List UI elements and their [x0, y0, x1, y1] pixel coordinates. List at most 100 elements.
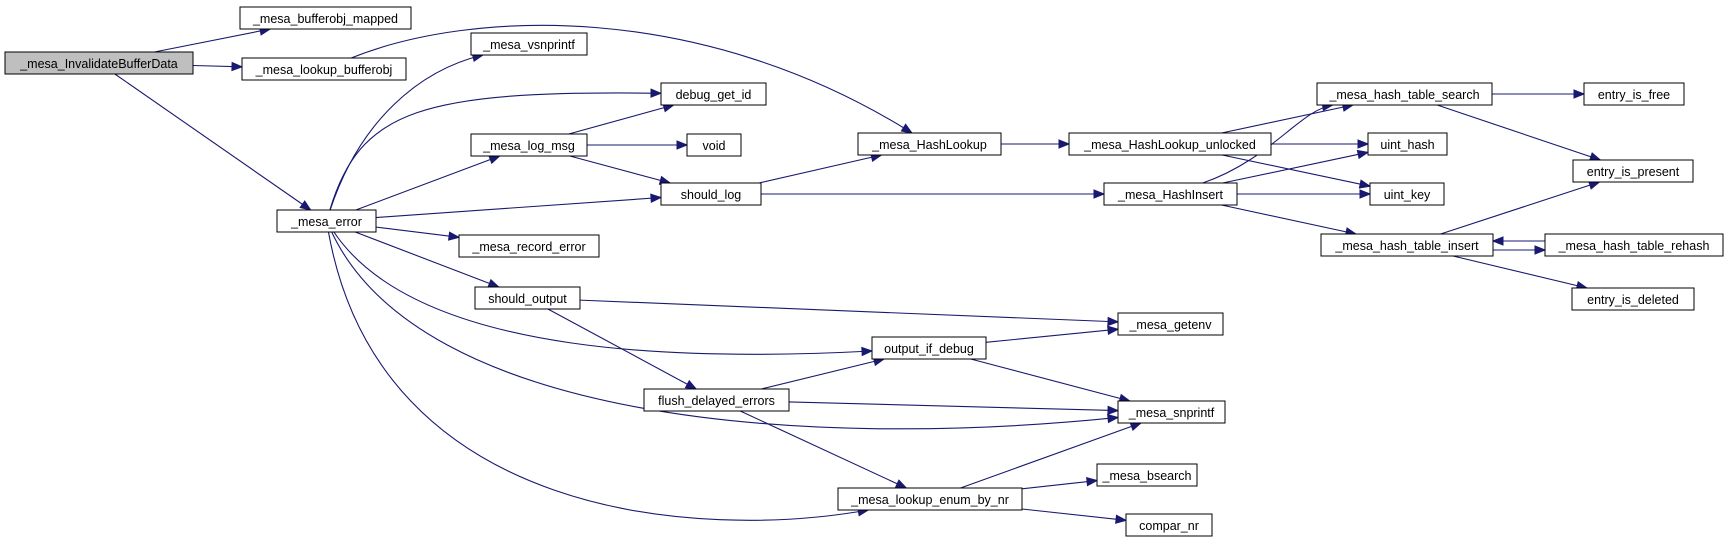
edge-flush_delayed_errors-to-snprintf	[788, 401, 1120, 416]
node-getenv[interactable]: _mesa_getenv	[1117, 312, 1224, 336]
edge-line	[569, 155, 671, 184]
node-box[interactable]	[1583, 82, 1685, 106]
node-box[interactable]	[1103, 182, 1238, 206]
edge-mesa_error-to-debug_get_id	[329, 88, 663, 211]
node-bufferobj-mapped[interactable]: _mesa_bufferobj_mapped	[239, 6, 412, 30]
node-box[interactable]	[1572, 159, 1694, 183]
node-box[interactable]	[1117, 400, 1226, 424]
node-box[interactable]	[458, 234, 600, 258]
node-label: _mesa_hash_table_rehash	[1558, 239, 1710, 253]
edge-hashlookup-to-hashlookup_unlocked	[1001, 139, 1071, 149]
node-compar-nr[interactable]: compar_nr	[1125, 513, 1213, 537]
node-vsnprintf[interactable]: _mesa_vsnprintf	[470, 32, 588, 56]
node-flush-delayed-errors[interactable]: flush_delayed_errors	[643, 388, 790, 412]
arrowhead-icon	[1107, 316, 1120, 327]
node-label: _mesa_HashLookup_unlocked	[1083, 138, 1256, 152]
node-box[interactable]	[686, 133, 742, 157]
node-box[interactable]	[660, 82, 767, 106]
edge-line	[547, 308, 697, 390]
edge-mesa_error-to-record_error	[375, 226, 461, 241]
node-box[interactable]	[837, 487, 1023, 511]
node-box[interactable]	[470, 32, 588, 56]
edge-line	[788, 401, 1119, 412]
node-box[interactable]	[239, 6, 412, 30]
arrowhead-icon	[650, 193, 663, 203]
node-debug-get-id[interactable]: debug_get_id	[660, 82, 767, 106]
node-box[interactable]	[643, 388, 790, 412]
edge-line	[355, 155, 500, 211]
node-box[interactable]	[4, 51, 194, 75]
node-box[interactable]	[1544, 233, 1724, 257]
node-uint-hash[interactable]: uint_hash	[1367, 132, 1448, 156]
arrowhead-icon	[1573, 89, 1586, 99]
arrowhead-icon	[231, 61, 244, 72]
edge-hash_table_insert-to-entry_is_present	[1440, 180, 1601, 235]
edge-line	[1436, 104, 1601, 161]
node-label: entry_is_free	[1598, 88, 1670, 102]
node-bsearch[interactable]: _mesa_bsearch	[1096, 463, 1198, 487]
arrowhead-icon	[684, 379, 698, 390]
node-lookup-enum-by-nr[interactable]: _mesa_lookup_enum_by_nr	[837, 487, 1023, 511]
node-uint-key[interactable]: uint_key	[1369, 182, 1445, 206]
node-hash-table-insert[interactable]: _mesa_hash_table_insert	[1320, 233, 1494, 257]
node-label: uint_key	[1384, 188, 1431, 202]
arrowhead-icon	[1129, 422, 1143, 432]
node-hashlookup[interactable]: _mesa_HashLookup	[857, 132, 1002, 156]
edge-line	[355, 231, 499, 288]
node-box[interactable]	[1096, 463, 1198, 487]
edge-mesa_error-to-should_output	[355, 231, 501, 288]
arrowhead-icon	[894, 479, 908, 489]
node-should-output[interactable]: should_output	[474, 286, 581, 310]
node-box[interactable]	[871, 336, 987, 360]
node-box[interactable]	[1369, 182, 1445, 206]
edge-mesa_error-to-output_if_debug	[333, 231, 874, 357]
node-box[interactable]	[1571, 287, 1695, 311]
edge-hashinsert-to-hash_table_insert	[1221, 204, 1358, 237]
edge-hashlookup_unlocked-to-uint_key	[1222, 154, 1372, 189]
node-hashinsert[interactable]: _mesa_HashInsert	[1103, 182, 1238, 206]
edge-hashinsert-to-uint_hash	[1222, 149, 1370, 184]
node-label: _mesa_lookup_enum_by_nr	[850, 493, 1009, 507]
edge-lookup_bufferobj-to-hashlookup	[351, 24, 914, 134]
node-box[interactable]	[241, 57, 407, 81]
node-should-log[interactable]: should_log	[660, 182, 762, 206]
edge-line	[154, 28, 271, 53]
node-record-error[interactable]: _mesa_record_error	[458, 234, 600, 258]
node-box[interactable]	[1367, 132, 1448, 156]
node-box[interactable]	[1117, 312, 1224, 336]
node-hashlookup-unlocked[interactable]: _mesa_HashLookup_unlocked	[1068, 132, 1272, 156]
node-box[interactable]	[1068, 132, 1272, 156]
node-label: debug_get_id	[676, 88, 752, 102]
edge-mesa_error-to-snprintf	[331, 231, 1120, 430]
node-entry-is-present[interactable]: entry_is_present	[1572, 159, 1694, 183]
arrowhead-icon	[487, 278, 501, 288]
node-lookup-bufferobj[interactable]: _mesa_lookup_bufferobj	[241, 57, 407, 81]
node-box[interactable]	[276, 209, 377, 233]
node-box[interactable]	[1320, 233, 1494, 257]
node-snprintf[interactable]: _mesa_snprintf	[1117, 400, 1226, 424]
node-void[interactable]: void	[686, 133, 742, 157]
node-label: _mesa_InvalidateBufferData	[19, 57, 178, 71]
node-log-msg[interactable]: _mesa_log_msg	[470, 133, 588, 157]
edge-hash_table_search-to-entry_is_present	[1436, 104, 1602, 162]
node-output-if-debug[interactable]: output_if_debug	[871, 336, 987, 360]
node-box[interactable]	[474, 286, 581, 310]
node-box[interactable]	[857, 132, 1002, 156]
node-entry-is-deleted[interactable]: entry_is_deleted	[1571, 287, 1695, 311]
node-label: flush_delayed_errors	[658, 394, 775, 408]
node-box[interactable]	[1125, 513, 1213, 537]
node-entry-is-free[interactable]: entry_is_free	[1583, 82, 1685, 106]
edge-line	[970, 358, 1130, 402]
edge-hash_table_search-to-entry_is_free	[1492, 89, 1586, 99]
edge-invalidate-to-bufferobj_mapped	[154, 26, 272, 53]
edge-should_log-to-hashinsert	[761, 189, 1106, 199]
node-hash-table-rehash[interactable]: _mesa_hash_table_rehash	[1544, 233, 1724, 257]
arrowhead-icon	[1058, 139, 1071, 149]
node-box[interactable]	[470, 133, 588, 157]
node-box[interactable]	[660, 182, 762, 206]
node-invalidate[interactable]: _mesa_InvalidateBufferData	[4, 51, 194, 75]
node-hash-table-search[interactable]: _mesa_hash_table_search	[1316, 82, 1493, 106]
node-mesa-error[interactable]: _mesa_error	[276, 209, 377, 233]
node-box[interactable]	[1316, 82, 1493, 106]
